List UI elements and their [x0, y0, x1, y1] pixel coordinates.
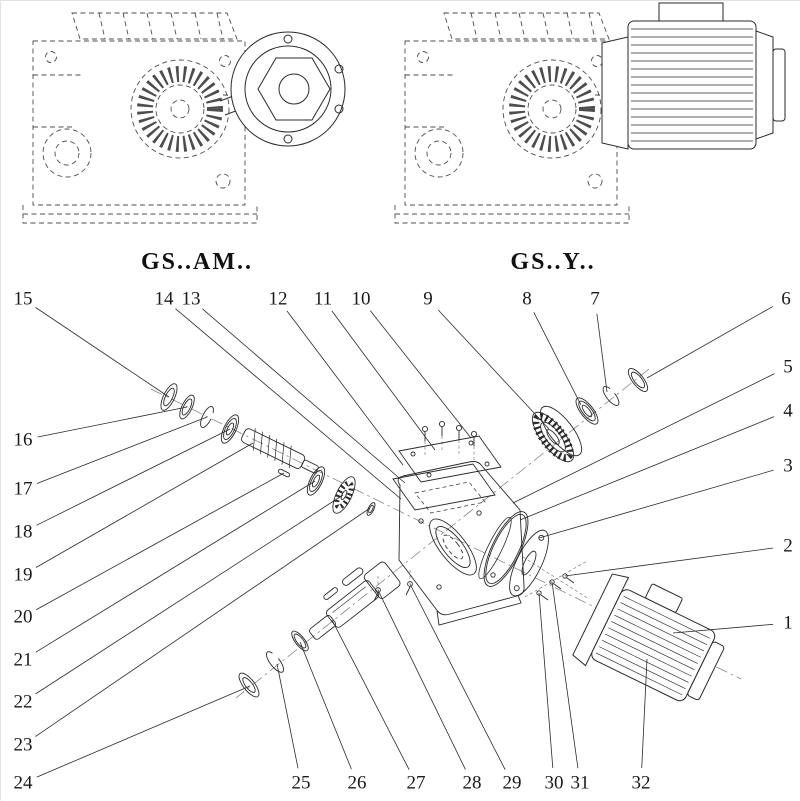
- leader-line-26: [299, 641, 352, 770]
- leader-line-21: [35, 480, 316, 653]
- worm-shaft: [241, 428, 319, 474]
- assembled-view-gs-y: GS..Y..: [395, 2, 786, 275]
- leader-line-14: [175, 308, 402, 500]
- part-number-label-7: 7: [590, 289, 600, 310]
- leader-line-15: [35, 307, 170, 398]
- leader-line-11: [331, 310, 436, 451]
- leader-line-28: [377, 589, 466, 770]
- part-number-label-10: 10: [352, 289, 371, 310]
- output-shaft-parts: [238, 561, 413, 698]
- leader-line-29: [409, 583, 506, 770]
- leader-line-16: [37, 406, 188, 438]
- leader-line-24: [36, 685, 251, 778]
- part-number-label-13: 13: [182, 289, 201, 310]
- part-number-label-30: 30: [545, 773, 564, 794]
- seal-ring: [179, 394, 195, 420]
- part-number-label-2: 2: [783, 536, 793, 557]
- part-number-label-11: 11: [314, 289, 332, 310]
- key-pin: [277, 468, 291, 478]
- housing-bolts: [373, 570, 413, 602]
- part-number-label-6: 6: [781, 289, 791, 310]
- output-axis-centerline: [235, 368, 650, 699]
- leader-line-17: [36, 416, 208, 484]
- shaft-bearing-ring: [291, 630, 309, 652]
- motor-drawing-exploded: [572, 573, 725, 702]
- part-number-label-21: 21: [14, 650, 33, 671]
- leader-line-8: [533, 312, 582, 406]
- leader-line-20: [35, 472, 285, 611]
- input-bearing: [220, 414, 240, 444]
- leader-line-32: [641, 658, 648, 769]
- flange-cover-disc: [509, 529, 549, 597]
- cover-plate: [398, 435, 502, 483]
- part-number-label-3: 3: [783, 456, 793, 477]
- part-number-label-1: 1: [783, 613, 793, 634]
- leader-line-10: [369, 310, 472, 439]
- housing-drawing: [397, 461, 525, 626]
- leader-line-25: [276, 663, 299, 769]
- caption-gs-y: GS..Y..: [510, 249, 595, 275]
- part-number-label-9: 9: [423, 289, 433, 310]
- leader-line-2: [564, 547, 774, 577]
- part-number-label-20: 20: [14, 607, 33, 628]
- part-number-label-31: 31: [571, 773, 590, 794]
- part-number-label-5: 5: [783, 357, 793, 378]
- part-number-label-25: 25: [292, 773, 311, 794]
- leader-line-27: [331, 619, 410, 770]
- input-shaft-parts: [160, 383, 376, 516]
- part-number-label-12: 12: [269, 289, 288, 310]
- output-shaft: [309, 561, 401, 640]
- part-number-label-32: 32: [632, 773, 651, 794]
- part-number-label-16: 16: [14, 430, 33, 451]
- part-number-label-4: 4: [783, 401, 793, 422]
- part-number-label-27: 27: [407, 773, 426, 794]
- assembled-view-gs-am: GS..AM..: [23, 13, 346, 275]
- leader-line-13: [202, 308, 406, 484]
- leader-line-6: [646, 306, 774, 379]
- leader-line-1: [672, 623, 774, 634]
- shaft-pin: [323, 587, 338, 600]
- shaft-key: [342, 567, 364, 586]
- leader-line-9: [437, 309, 550, 430]
- caption-gs-am: GS..AM..: [141, 249, 253, 275]
- part-number-label-18: 18: [14, 522, 33, 543]
- motor-drawing-assembled: [601, 2, 786, 150]
- output-flange-drawing: [219, 31, 346, 147]
- part-number-label-8: 8: [522, 289, 532, 310]
- leader-line-4: [519, 416, 775, 521]
- exploded-view: 1234567891011121314151617181920212223242…: [14, 289, 794, 794]
- part-number-label-24: 24: [14, 773, 34, 794]
- output-seal: [627, 368, 649, 392]
- part-number-label-14: 14: [155, 289, 175, 310]
- leader-line-5: [512, 373, 775, 504]
- leader-line-12: [286, 310, 404, 466]
- retaining-ring: [200, 406, 214, 428]
- part-number-label-28: 28: [463, 773, 482, 794]
- leader-line-23: [35, 507, 371, 737]
- shaft-circlip: [265, 651, 285, 673]
- part-number-label-22: 22: [14, 692, 33, 713]
- leader-line-7: [596, 313, 608, 393]
- part-number-label-17: 17: [14, 479, 33, 500]
- part-number-label-19: 19: [14, 565, 33, 586]
- input-bearing-2: [306, 466, 326, 496]
- spacer-disc: [332, 476, 356, 514]
- oil-seal-ring: [160, 383, 178, 411]
- leader-line-30: [538, 592, 554, 769]
- part-number-label-23: 23: [14, 735, 33, 756]
- cover-parts: [392, 420, 502, 511]
- part-number-label-15: 15: [14, 289, 33, 310]
- leader-line-3: [538, 469, 774, 539]
- leader-line-18: [36, 428, 231, 526]
- cover-gasket: [392, 463, 496, 511]
- leader-line-19: [35, 442, 254, 568]
- leader-line-22: [35, 494, 344, 695]
- worm-wheel-back: [539, 405, 583, 457]
- leader-line-31: [551, 581, 579, 769]
- part-number-label-29: 29: [503, 773, 522, 794]
- part-number-label-26: 26: [348, 773, 367, 794]
